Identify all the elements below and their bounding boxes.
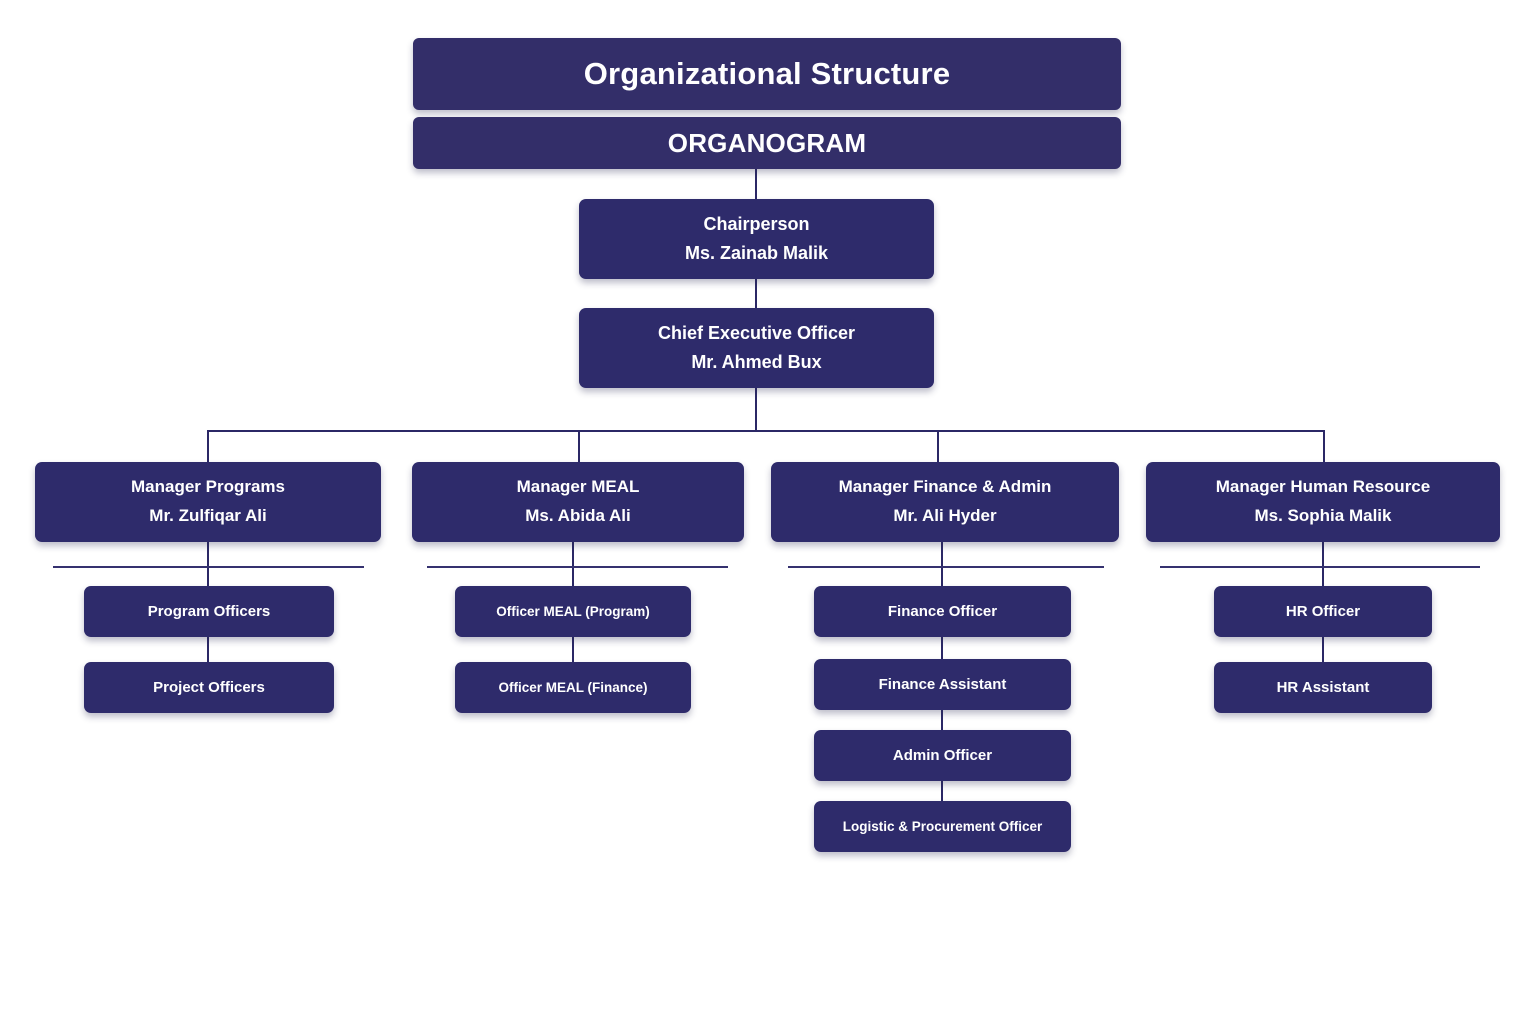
node-admin-officer[interactable]: Admin Officer — [814, 730, 1071, 781]
manager-meal-name: Ms. Abida Ali — [525, 506, 631, 525]
node-hr-assistant[interactable]: HR Assistant — [1214, 662, 1432, 713]
connector-ceo-stem — [755, 388, 757, 431]
manager-meal-role: Manager MEAL — [516, 477, 640, 497]
hr-assistant-title: HR Assistant — [1276, 679, 1370, 696]
node-manager-human-resource[interactable]: Manager Human Resource Ms. Sophia Malik — [1146, 462, 1500, 542]
connector-manager-hr-stem — [1322, 542, 1324, 587]
node-project-officers[interactable]: Project Officers — [84, 662, 334, 713]
connector-meal-program-to-finance — [572, 637, 574, 662]
connector-manager-programs-stem — [207, 542, 209, 587]
ceo-role: Chief Executive Officer — [657, 322, 856, 343]
officer-meal-program-title: Officer MEAL (Program) — [496, 604, 650, 619]
chairperson-role: Chairperson — [703, 213, 810, 234]
connector-chairperson-to-ceo — [755, 279, 757, 309]
node-logistic-procurement-officer[interactable]: Logistic & Procurement Officer — [814, 801, 1071, 852]
admin-officer-title: Admin Officer — [892, 747, 993, 764]
connector-bus-to-manager-finance — [937, 430, 939, 463]
manager-programs-name: Mr. Zulfiqar Ali — [149, 506, 267, 525]
connector-bus-to-manager-hr — [1323, 430, 1325, 463]
connector-program-to-project-officers — [207, 637, 209, 662]
node-chief-executive-officer[interactable]: Chief Executive Officer Mr. Ahmed Bux — [579, 308, 934, 388]
divider-meal — [427, 566, 728, 568]
node-program-officers[interactable]: Program Officers — [84, 586, 334, 637]
node-hr-officer[interactable]: HR Officer — [1214, 586, 1432, 637]
connector-hr-officer-to-assistant — [1322, 637, 1324, 662]
finance-assistant-title: Finance Assistant — [878, 676, 1007, 693]
node-manager-finance-admin[interactable]: Manager Finance & Admin Mr. Ali Hyder — [771, 462, 1119, 542]
divider-hr — [1160, 566, 1480, 568]
connector-manager-finance-stem — [941, 542, 943, 587]
divider-finance — [788, 566, 1104, 568]
manager-hr-name: Ms. Sophia Malik — [1254, 506, 1392, 525]
connector-manager-meal-stem — [572, 542, 574, 587]
program-officers-title: Program Officers — [147, 603, 271, 620]
finance-officer-title: Finance Officer — [887, 603, 998, 620]
node-officer-meal-finance[interactable]: Officer MEAL (Finance) — [455, 662, 691, 713]
connector-admin-officer-to-logistic — [941, 781, 943, 804]
manager-hr-role: Manager Human Resource — [1215, 477, 1431, 497]
logistic-procurement-officer-title: Logistic & Procurement Officer — [842, 819, 1043, 834]
hr-officer-title: HR Officer — [1285, 603, 1361, 620]
connector-finance-assistant-to-admin-officer — [941, 710, 943, 733]
connector-bus-to-manager-meal — [578, 430, 580, 463]
organogram-subtitle-text: ORGANOGRAM — [667, 127, 867, 158]
node-chairperson[interactable]: Chairperson Ms. Zainab Malik — [579, 199, 934, 279]
connector-subtitle-to-chairperson — [755, 169, 757, 200]
page-title-text: Organizational Structure — [583, 56, 951, 91]
connector-manager-bus — [208, 430, 1325, 432]
node-manager-meal[interactable]: Manager MEAL Ms. Abida Ali — [412, 462, 744, 542]
project-officers-title: Project Officers — [153, 679, 265, 696]
officer-meal-finance-title: Officer MEAL (Finance) — [498, 680, 648, 695]
page-title: Organizational Structure — [413, 38, 1121, 110]
ceo-name: Mr. Ahmed Bux — [691, 352, 822, 372]
organogram-subtitle: ORGANOGRAM — [413, 117, 1121, 169]
manager-programs-role: Manager Programs — [131, 477, 285, 497]
chairperson-name: Ms. Zainab Malik — [684, 243, 829, 263]
node-officer-meal-program[interactable]: Officer MEAL (Program) — [455, 586, 691, 637]
node-manager-programs[interactable]: Manager Programs Mr. Zulfiqar Ali — [35, 462, 381, 542]
manager-finance-name: Mr. Ali Hyder — [893, 506, 997, 525]
divider-programs — [53, 566, 364, 568]
node-finance-assistant[interactable]: Finance Assistant — [814, 659, 1071, 710]
connector-finance-officer-to-assistant — [941, 637, 943, 661]
node-finance-officer[interactable]: Finance Officer — [814, 586, 1071, 637]
connector-bus-to-manager-programs — [207, 430, 209, 463]
manager-finance-role: Manager Finance & Admin — [838, 477, 1052, 497]
